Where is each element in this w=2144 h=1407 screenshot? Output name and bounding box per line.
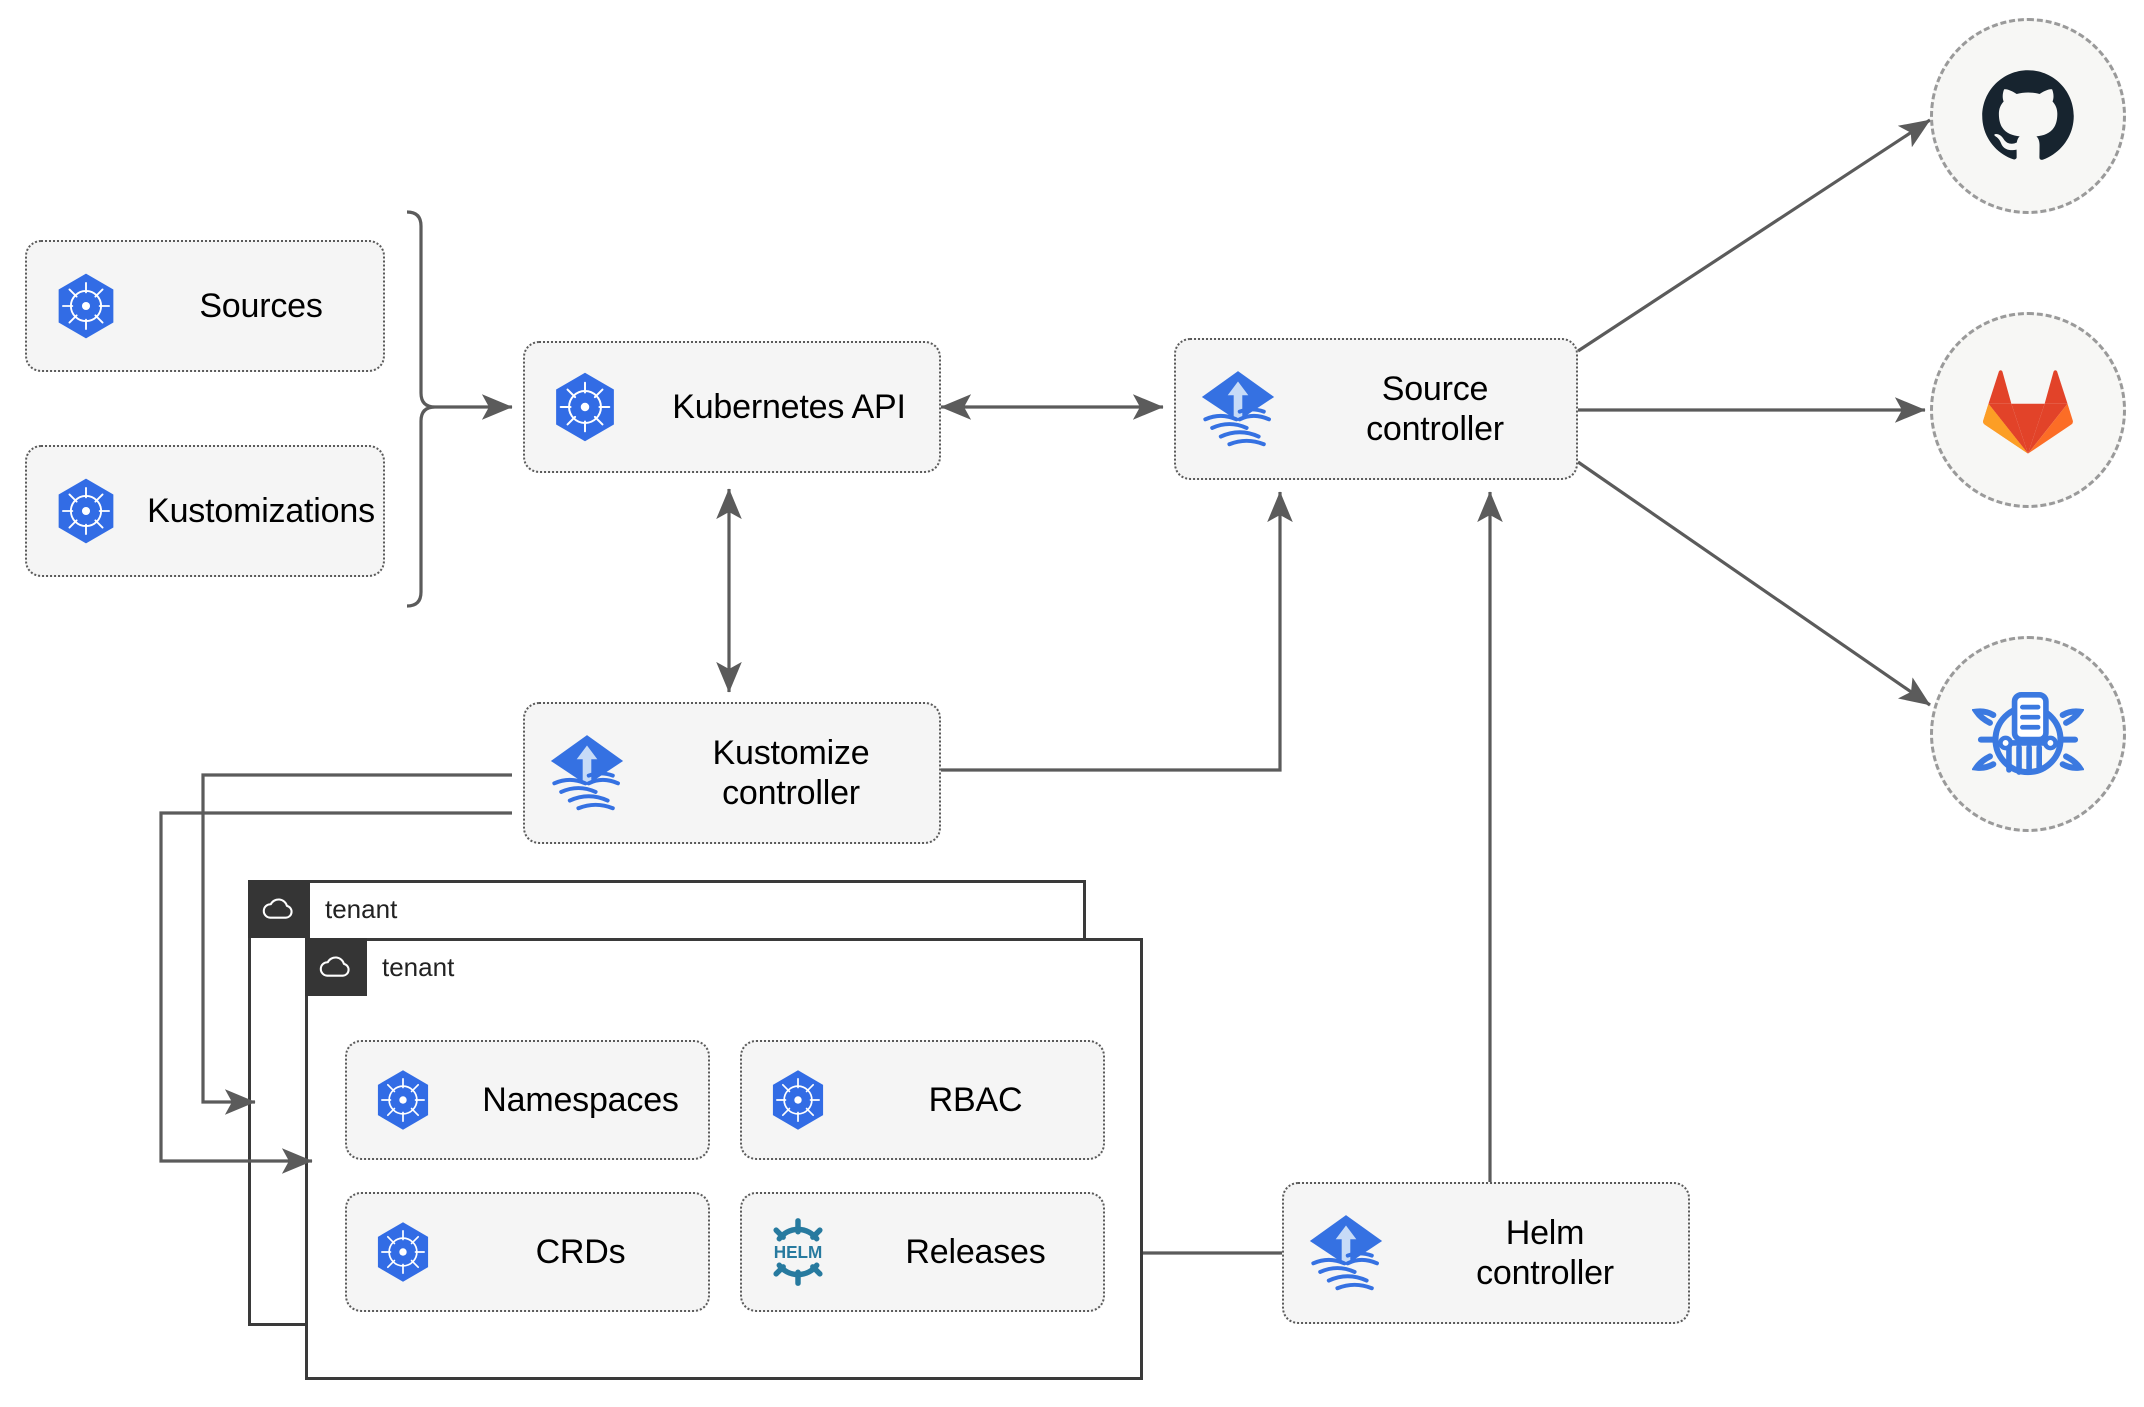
node-label: RBAC xyxy=(928,1080,1023,1119)
gitlab-icon xyxy=(1983,370,2073,454)
node-label: Kustomize controller xyxy=(712,733,870,812)
node-rbac[interactable]: RBAC xyxy=(740,1040,1105,1160)
kubernetes-icon xyxy=(347,1219,459,1285)
endpoint-gitlab[interactable] xyxy=(1930,312,2126,508)
node-kubernetes-api[interactable]: Kubernetes API xyxy=(523,341,941,473)
cloud-icon xyxy=(262,898,293,919)
tenant-tab xyxy=(305,938,367,996)
cloud-icon xyxy=(319,956,350,977)
edge-kustomize-controller-to-source-controller xyxy=(941,491,1293,772)
node-label: Releases xyxy=(905,1232,1046,1271)
github-icon xyxy=(1982,70,2074,160)
endpoint-github[interactable] xyxy=(1930,18,2126,214)
kubernetes-icon xyxy=(27,475,145,547)
kubernetes-icon xyxy=(742,1067,854,1133)
kubernetes-icon xyxy=(27,270,145,342)
endpoint-bucket[interactable] xyxy=(1930,636,2126,832)
tenant-tab xyxy=(248,880,310,938)
flux-icon xyxy=(1176,366,1300,452)
node-label: Namespaces xyxy=(482,1080,679,1119)
svg-text:HELM: HELM xyxy=(774,1242,823,1262)
node-label: Source controller xyxy=(1366,369,1504,448)
node-releases[interactable]: HELM Releases xyxy=(740,1192,1105,1312)
flux-icon xyxy=(525,730,649,816)
node-namespaces[interactable]: Namespaces xyxy=(345,1040,710,1160)
node-label: Kustomizations xyxy=(147,491,375,530)
node-label: CRDs xyxy=(535,1232,626,1271)
tenant-label: tenant xyxy=(382,951,455,982)
flux-icon xyxy=(1284,1210,1408,1296)
node-source-controller[interactable]: Source controller xyxy=(1174,338,1578,480)
node-kustomizations[interactable]: Kustomizations xyxy=(25,445,385,577)
node-label: Kubernetes API xyxy=(672,387,906,426)
node-sources[interactable]: Sources xyxy=(25,240,385,372)
node-label: Sources xyxy=(199,286,323,325)
tenant-label: tenant xyxy=(325,893,398,924)
edge-kustomize-controller-to-tenant-outer xyxy=(201,773,512,1115)
edge-kustomize-controller-to-tenant-inner xyxy=(159,811,512,1174)
node-crds[interactable]: CRDs xyxy=(345,1192,710,1312)
node-label: Helm controller xyxy=(1476,1213,1614,1292)
edge-source-controller-to-bucket xyxy=(1577,460,1931,707)
node-helm-controller[interactable]: Helm controller xyxy=(1282,1182,1690,1324)
kubernetes-icon xyxy=(347,1067,459,1133)
helm-repository-icon xyxy=(1972,692,2084,776)
helm-icon: HELM xyxy=(742,1213,854,1291)
kubernetes-icon xyxy=(525,369,645,445)
node-kustomize-controller[interactable]: Kustomize controller xyxy=(523,702,941,844)
edge-source-controller-to-github xyxy=(1577,118,1931,353)
